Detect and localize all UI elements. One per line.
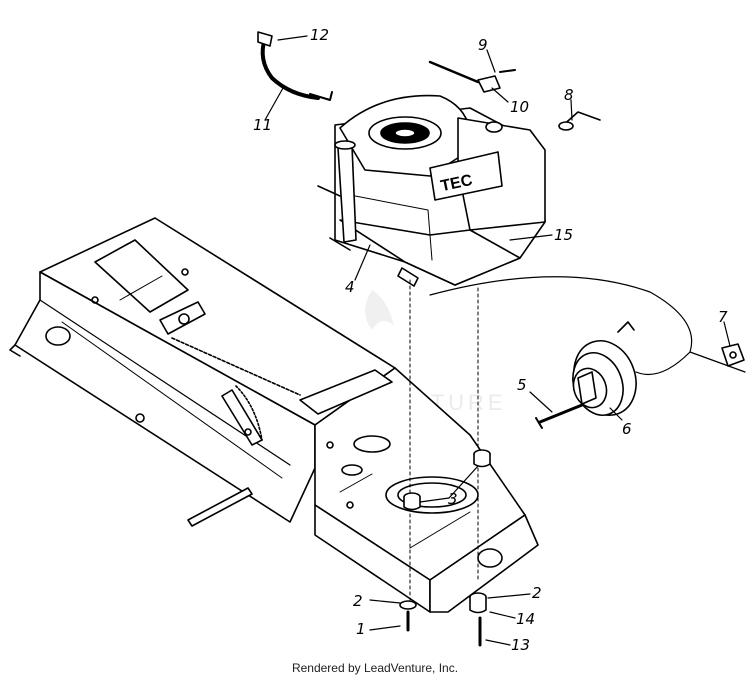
callout-4: 4 (345, 278, 355, 296)
callout-7: 7 (718, 308, 728, 326)
clip-part-8 (558, 111, 601, 131)
callout-1: 1 (356, 620, 366, 638)
callout-5: 5 (517, 376, 527, 394)
callout-14: 14 (516, 610, 535, 628)
engine: TEC (317, 94, 546, 287)
callout-6: 6 (622, 420, 632, 438)
callout-9: 9 (478, 36, 488, 54)
cable-part-11 (257, 31, 333, 101)
mounting-hardware (399, 279, 491, 647)
key-part-7 (721, 343, 745, 367)
callout-15: 15 (554, 226, 573, 244)
callout-13: 13 (511, 636, 530, 654)
belt-outline (429, 276, 746, 376)
callout-2-left: 2 (353, 592, 363, 610)
leader-lines (264, 35, 731, 646)
callout-11: 11 (253, 116, 272, 134)
callout-labels: 12 11 9 10 8 15 4 5 6 7 3 2 2 14 1 13 (253, 26, 728, 654)
callout-3: 3 (448, 490, 458, 508)
footer-credit: Rendered by LeadVenture, Inc. (291, 661, 459, 675)
pulley-part-6 (572, 321, 637, 416)
chassis-frame (9, 217, 539, 613)
callout-2-right: 2 (532, 584, 542, 602)
bolt-part-5 (535, 403, 584, 429)
callout-10: 10 (510, 98, 529, 116)
callout-12: 12 (310, 26, 329, 44)
callout-8: 8 (564, 86, 574, 104)
engine-brand-label: TEC (439, 172, 474, 195)
bolt-clamp-parts-9-10 (428, 60, 516, 93)
